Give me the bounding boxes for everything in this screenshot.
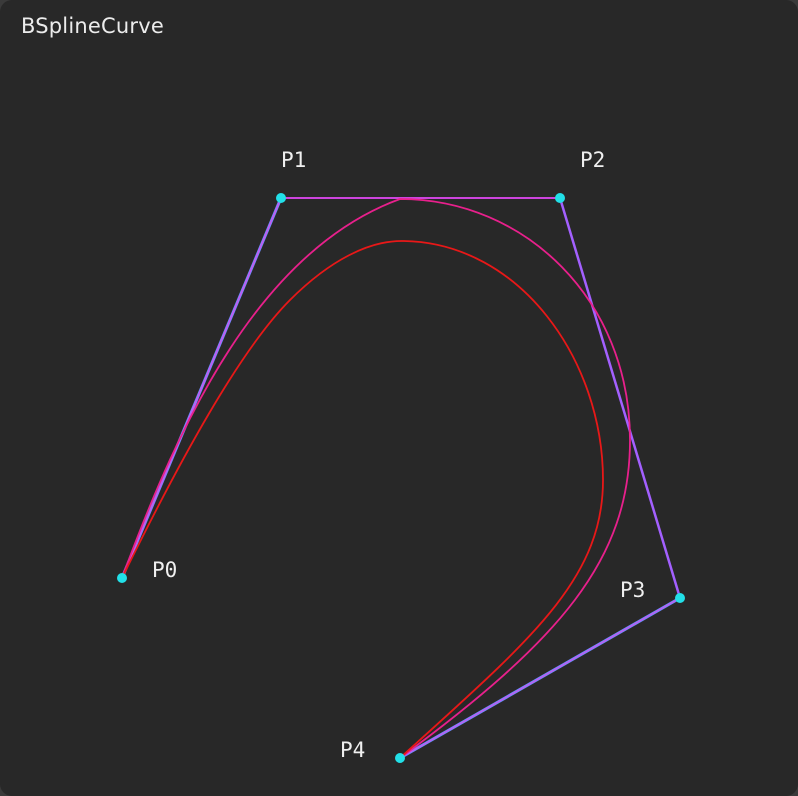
- polygon-edge-p0-p1-overlay: [121, 197, 282, 579]
- control-point-p0[interactable]: [117, 573, 127, 583]
- control-point-p4[interactable]: [395, 753, 405, 763]
- polygon-edge-p2-p3: [558, 197, 682, 599]
- control-point-p2[interactable]: [555, 193, 565, 203]
- control-points: [117, 193, 685, 763]
- polygon-edge-p3-p4-overlay: [399, 597, 681, 759]
- window-title: BSplineCurve: [21, 14, 164, 38]
- label-p2: P2: [580, 148, 605, 172]
- label-p1: P1: [281, 148, 306, 172]
- control-point-p1[interactable]: [276, 193, 286, 203]
- curve-outer: [121, 198, 631, 759]
- label-p4: P4: [340, 738, 365, 762]
- label-p3: P3: [620, 578, 645, 602]
- curve-inner: [121, 240, 604, 759]
- control-point-p3[interactable]: [675, 593, 685, 603]
- control-polygon: [120, 197, 682, 760]
- label-p0: P0: [152, 558, 177, 582]
- control-point-labels: P0 P1 P2 P3 P4: [152, 148, 645, 762]
